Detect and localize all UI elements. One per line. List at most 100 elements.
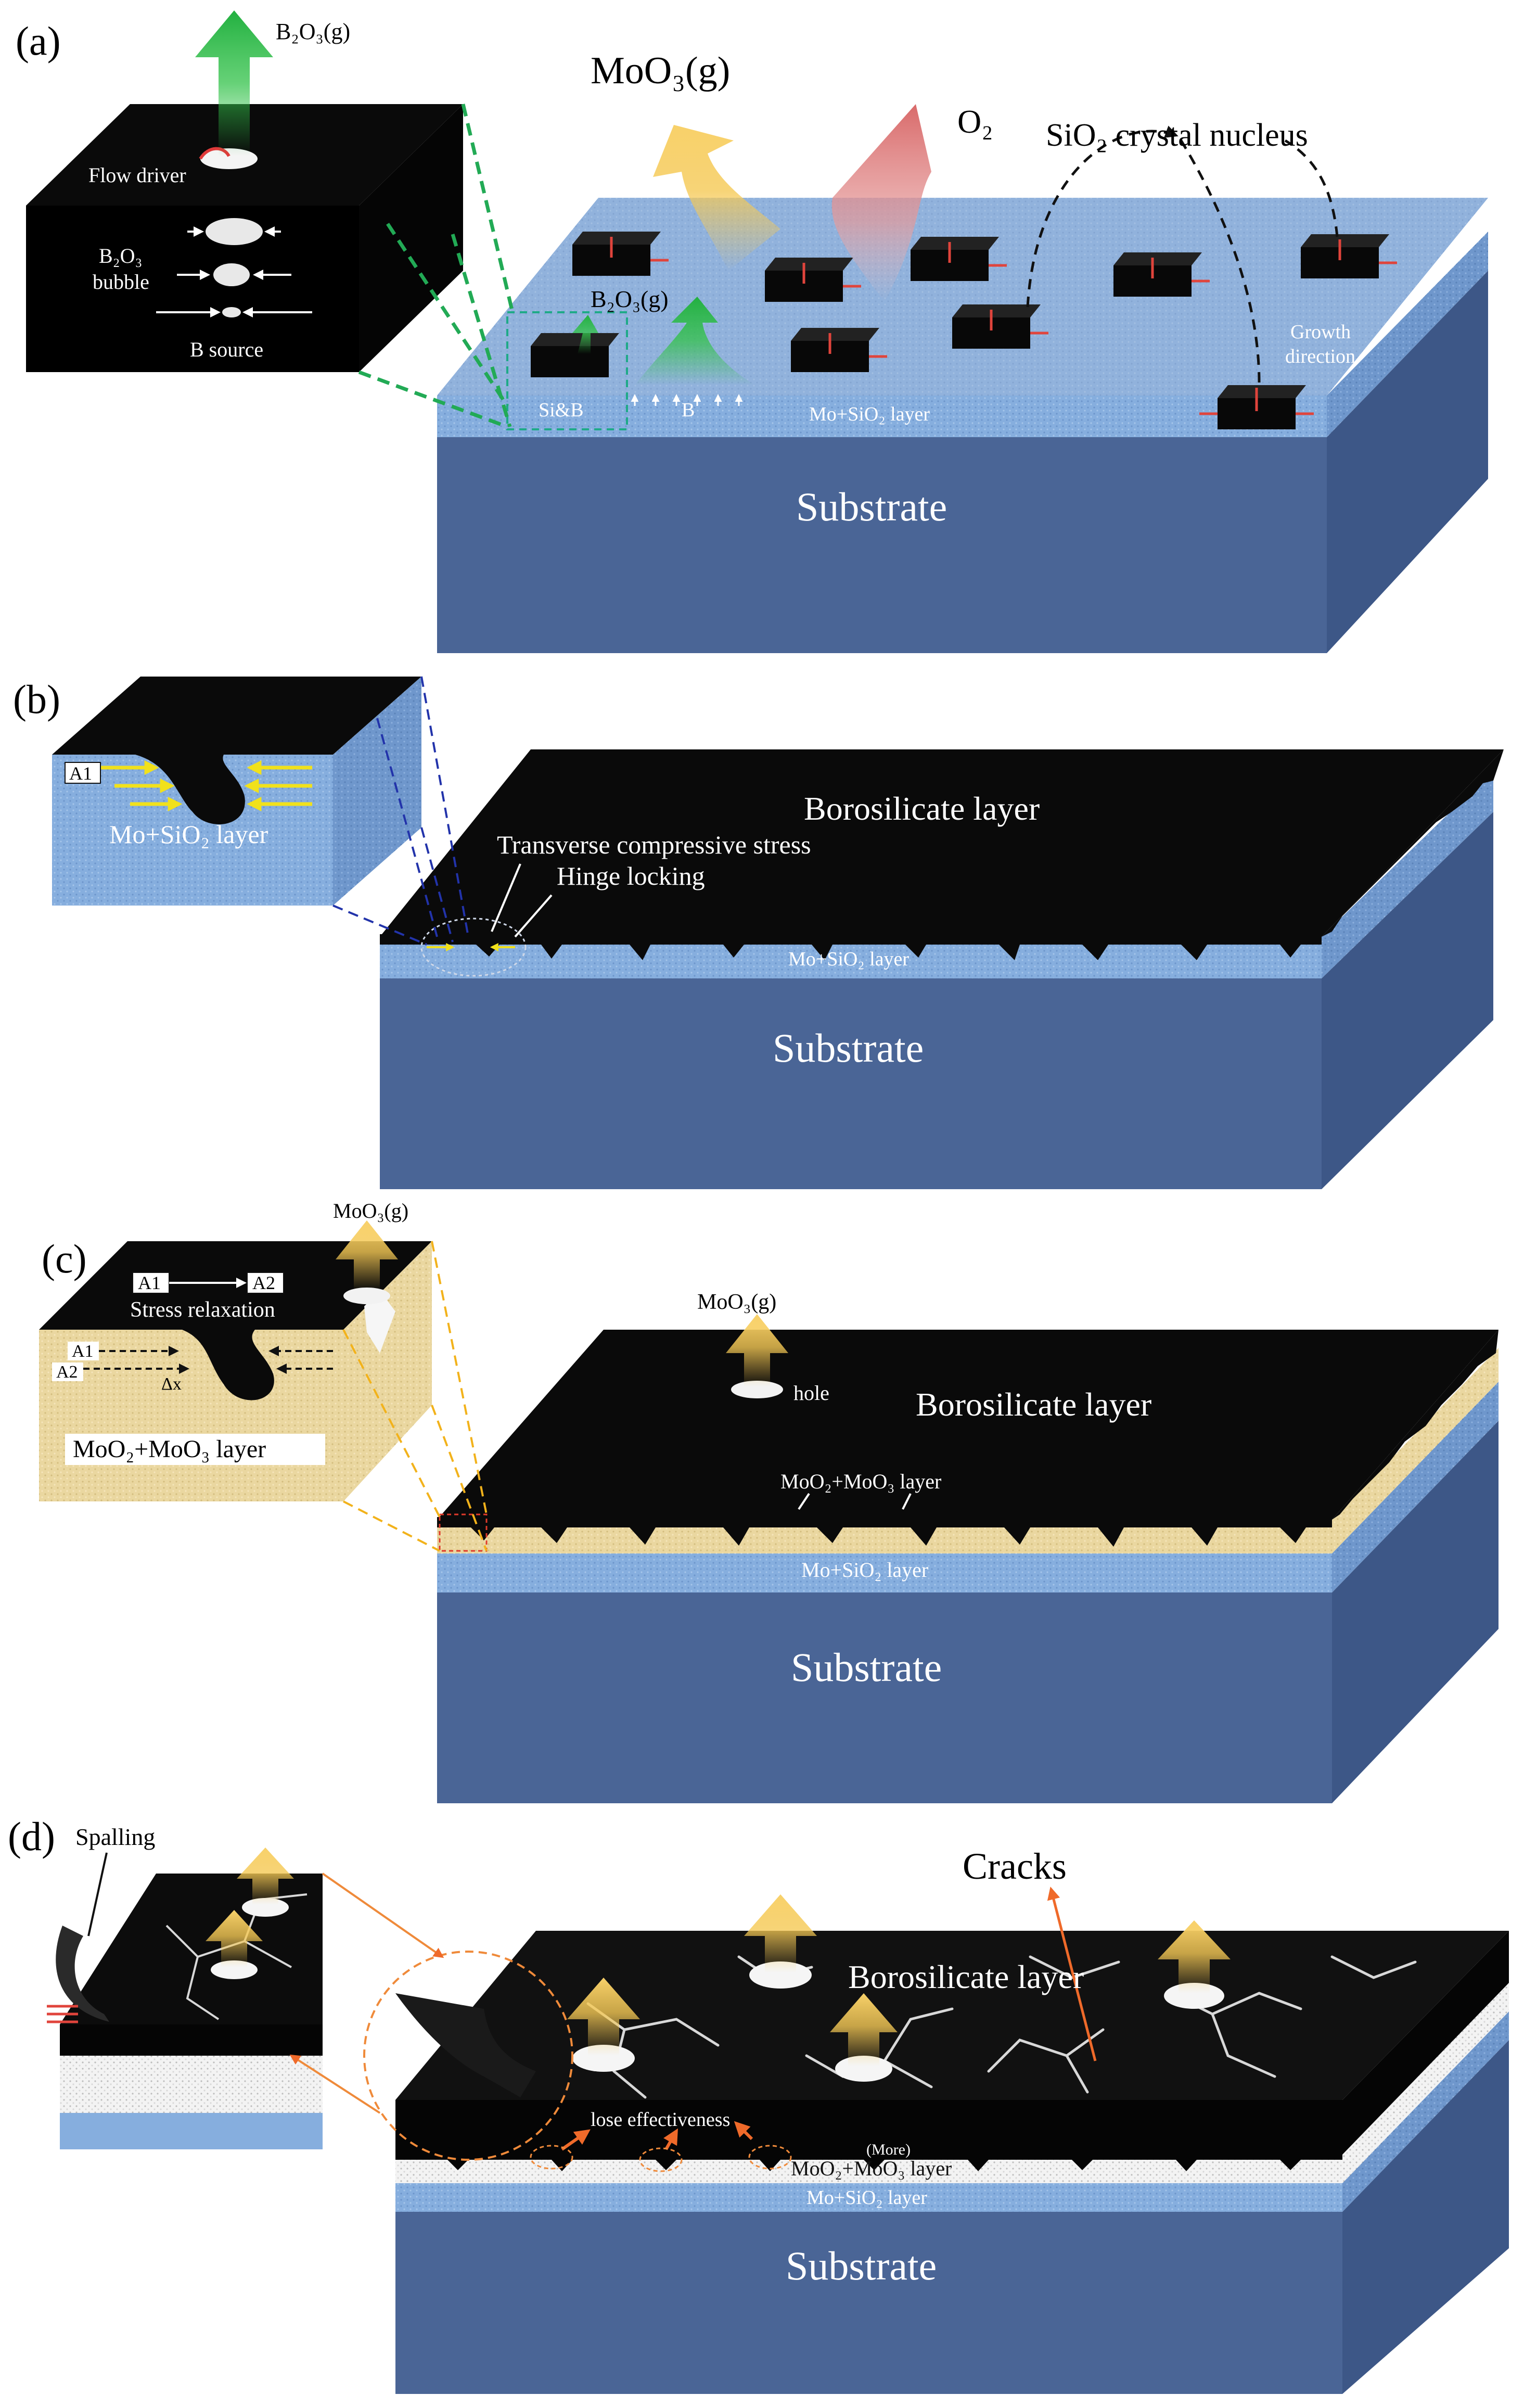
borosilicate-top bbox=[380, 749, 1504, 937]
highlight-box bbox=[439, 1513, 488, 1552]
panel-b-inset: A1 Mo+SiO₂ layer bbox=[52, 677, 421, 906]
borosilicate-roots bbox=[395, 2152, 1342, 2171]
growth-arrows bbox=[610, 237, 1397, 415]
panel-b-label: (b) bbox=[13, 677, 60, 722]
panel-c-moo3-gas: MoO₃(g) bbox=[697, 1290, 776, 1314]
hinge-label: Hinge locking bbox=[557, 861, 705, 890]
mosio2-front bbox=[395, 2183, 1342, 2212]
more-label: (More) bbox=[866, 2141, 911, 2158]
panel-c-inset: A1 A2 Stress relaxation A1 A2 Δx MoO₃(g)… bbox=[39, 1199, 432, 1501]
bubble-small bbox=[222, 307, 241, 317]
inset-connectors bbox=[358, 104, 515, 429]
substrate-side bbox=[1327, 271, 1488, 653]
inset-white-arrows bbox=[156, 226, 312, 317]
borosilicate-roots bbox=[380, 934, 1322, 960]
inset-green-arrow bbox=[195, 10, 273, 156]
panel-d-mid-label: MoO₂+MoO₃ layer bbox=[791, 2157, 952, 2180]
panel-b-block bbox=[380, 749, 1504, 1189]
inset-gas bbox=[336, 1220, 398, 1291]
borosilicate-roots bbox=[437, 1517, 1332, 1547]
substrate-front bbox=[437, 1592, 1332, 1803]
inset-spall bbox=[56, 1926, 109, 2022]
b2o3-gas-plume bbox=[635, 297, 754, 385]
hole-label: hole bbox=[793, 1381, 829, 1405]
panel-d-top-label: Borosilicate layer bbox=[848, 1958, 1084, 1995]
mosio2-side bbox=[1332, 1382, 1499, 1592]
pore bbox=[830, 1993, 898, 2082]
bubble-large bbox=[206, 218, 263, 245]
borosilicate-top bbox=[437, 1330, 1499, 1520]
inset-pore bbox=[206, 1910, 263, 1979]
inset-b2o3-gas: B₂O₃(g) bbox=[276, 19, 350, 44]
panel-c: (c) bbox=[39, 1199, 1499, 1803]
panel-d-substrate-label: Substrate bbox=[786, 2243, 937, 2288]
o2-gas-plume bbox=[831, 104, 931, 302]
nucleus bbox=[1113, 252, 1202, 297]
oxide-callouts bbox=[798, 1493, 912, 1510]
panel-c-mid-label: MoO₂+MoO₃ layer bbox=[780, 1470, 941, 1493]
nucleus bbox=[572, 232, 661, 276]
inset-layer: MoO₂+MoO₃ layer bbox=[73, 1435, 266, 1463]
layer-side bbox=[1322, 770, 1493, 978]
inset-side bbox=[333, 677, 421, 906]
lose-circles bbox=[530, 2145, 792, 2172]
panel-d-layer-label: Mo+SiO₂ layer bbox=[806, 2187, 927, 2209]
highlight-box bbox=[506, 311, 628, 430]
spalling-callout bbox=[87, 1852, 108, 1936]
pore bbox=[1158, 1920, 1231, 2009]
b2o3-gas-small-label: B₂O₃(g) bbox=[591, 286, 669, 312]
a1-box bbox=[68, 1342, 99, 1360]
hole-gas bbox=[726, 1314, 788, 1387]
panel-d-inset bbox=[47, 1848, 323, 2149]
mosio2-front bbox=[437, 1553, 1332, 1592]
panel-c-top-label: Borosilicate layer bbox=[916, 1386, 1151, 1423]
moo3-gas-label: MoO₃(g) bbox=[591, 49, 730, 92]
inset-top bbox=[39, 1241, 432, 1330]
panel-a-layer-label: Mo+SiO₂ layer bbox=[809, 403, 930, 425]
borosilicate-side-roots bbox=[1322, 749, 1504, 937]
inset-connectors bbox=[332, 676, 469, 946]
borosilicate-side bbox=[1342, 1931, 1509, 2155]
inset-b-source: B source bbox=[190, 338, 263, 361]
si-b-label: Si&B bbox=[539, 399, 584, 421]
inset-flow-driver: Flow driver bbox=[88, 163, 186, 187]
cracks-label: Cracks bbox=[963, 1845, 1067, 1887]
panel-d: (d) bbox=[8, 1814, 1509, 2394]
o2-label: O₂ bbox=[957, 103, 993, 140]
panel-b-substrate-label: Substrate bbox=[773, 1025, 924, 1071]
inset-blue-band bbox=[60, 2113, 323, 2149]
substrate-front bbox=[437, 437, 1327, 653]
inset-white-band bbox=[60, 2056, 323, 2113]
cracks-callout bbox=[1047, 1887, 1097, 2061]
inset-gas-hole bbox=[343, 1288, 390, 1304]
hole bbox=[726, 1314, 788, 1398]
inset-black-band bbox=[60, 2024, 323, 2056]
inset-crack bbox=[364, 1291, 395, 1353]
inset-yellow-arrows bbox=[99, 760, 312, 811]
inset-connectors bbox=[342, 1241, 488, 1552]
inset-pore bbox=[237, 1848, 294, 1917]
nucleus-arcs bbox=[1026, 125, 1339, 383]
layer-side bbox=[1327, 232, 1488, 437]
growth-line1: Growth bbox=[1290, 321, 1351, 343]
hinge-circle bbox=[420, 918, 527, 977]
mosio2-side bbox=[1342, 2011, 1509, 2212]
panel-a-label: (a) bbox=[16, 18, 61, 63]
panel-d-block bbox=[395, 1931, 1509, 2394]
sio2-nuclei bbox=[531, 232, 1389, 429]
panel-c-block bbox=[437, 1330, 1499, 1803]
oxide-side bbox=[1342, 1980, 1509, 2183]
inset-moo3-gas: MoO₃(g) bbox=[333, 1199, 408, 1222]
inset-a1-top: A1 bbox=[138, 1272, 161, 1293]
inset-bubble-line1: B₂O₃ bbox=[99, 244, 142, 267]
inset-red-lines bbox=[47, 2005, 78, 2023]
nucleus bbox=[1301, 234, 1389, 278]
b-arrows bbox=[631, 394, 743, 406]
hinge-callouts bbox=[491, 863, 553, 938]
a2-top-box bbox=[247, 1272, 284, 1294]
panel-b: (b) bbox=[13, 676, 1504, 1189]
borosilicate-side-roots bbox=[1332, 1330, 1499, 1520]
inset-a1: A1 bbox=[72, 1342, 94, 1361]
nucleus bbox=[911, 237, 999, 281]
lose-label: lose effectiveness bbox=[591, 2109, 730, 2131]
